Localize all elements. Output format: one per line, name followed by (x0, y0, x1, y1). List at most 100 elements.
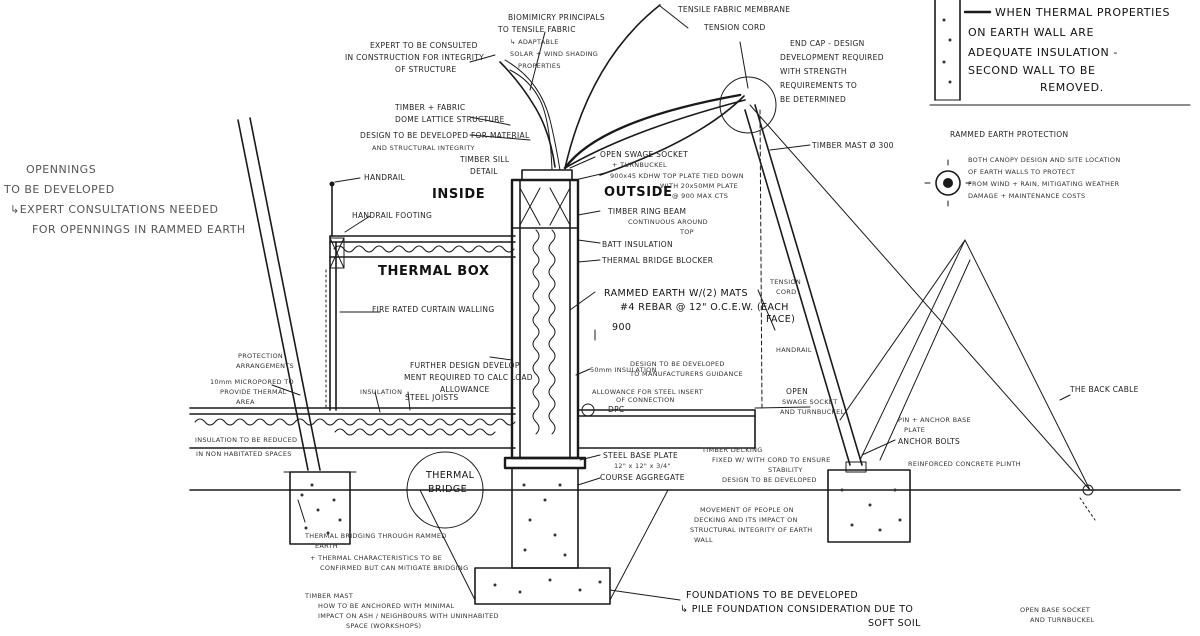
wall-foundation (419, 456, 669, 605)
ann-mast-note-4: SPACE (WORKSHOPS) (346, 622, 421, 630)
rammed-earth-protection-icon (924, 159, 972, 207)
ann-decking-4: DESIGN TO BE DEVELOPED (722, 476, 817, 484)
ann-open-swage-2b: SWAGE SOCKET (782, 398, 837, 406)
note-box-frame (929, 0, 1191, 106)
right-lattice (839, 239, 1091, 491)
ann-canopy-1: BOTH CANOPY DESIGN AND SITE LOCATION (968, 156, 1121, 164)
ann-rammed-earth-1: RAMMED EARTH W/(2) MATS (604, 288, 748, 299)
ann-thermal-breaker: THERMAL BRIDGE BLOCKER (601, 256, 713, 265)
ann-open-swage-1: OPEN SWAGE SOCKET (600, 150, 688, 159)
ann-biomimicry-4: SOLAR + WIND SHADING (510, 50, 598, 58)
ann-allowance-1: ALLOWANCE FOR STEEL INSERT (592, 388, 703, 396)
ann-rammed-earth-3: FACE) (766, 314, 795, 325)
ann-rammed-protection: RAMMED EARTH PROTECTION (950, 130, 1068, 139)
ann-bridging-1: THERMAL BRIDGING THROUGH RAMMED (304, 532, 447, 540)
ann-steel-base-1: STEEL BASE PLATE (603, 451, 678, 460)
ann-pin-anchor-2: PLATE (904, 426, 925, 434)
ann-insulation: INSULATION (360, 388, 402, 396)
ann-further-design-2: MENT REQUIRED TO CALC LOAD (404, 373, 533, 382)
left-handrail (329, 181, 335, 237)
left-concrete-footing (283, 471, 357, 545)
note-line-4: SECOND WALL TO BE (968, 64, 1096, 77)
openings-note-2: TO BE DEVELOPED (3, 183, 115, 196)
right-timber-mast (744, 104, 863, 466)
ann-insulation-design-1: 50mm INSULATION (590, 366, 657, 374)
ann-ring-beam-2: CONTINUOUS AROUND (628, 218, 708, 226)
label-outside: OUTSIDE (604, 185, 673, 200)
label-dim-900: 900 (612, 322, 631, 333)
ann-steel-joists: STEEL JOISTS (405, 393, 458, 402)
ann-foundations-3: SOFT SOIL (868, 618, 921, 629)
ann-batt: BATT INSULATION (602, 240, 673, 249)
ann-ring-beam-1: TIMBER RING BEAM (607, 207, 686, 216)
ann-biomimicry-3: ↳ ADAPTABLE (510, 38, 559, 46)
ann-movement-2: DECKING AND ITS IMPACT ON (694, 516, 798, 524)
ann-top-plate-2: WITH 20x50MM PLATE (660, 182, 738, 190)
ann-insulation-design-3: TO MANUFACTURERS GUIDANCE (629, 370, 743, 378)
thermal-bridge-circle (406, 451, 484, 529)
ann-timber-mast: TIMBER MAST Ø 300 (811, 141, 894, 150)
back-cable (749, 104, 1091, 491)
ann-concrete-plinth: REINFORCED CONCRETE PLINTH (908, 460, 1021, 468)
ann-biomimicry-5: PROPERTIES (518, 62, 561, 70)
ann-foundations-2: ↳ PILE FOUNDATION CONSIDERATION DUE TO (680, 604, 913, 615)
ann-mast-note-3: IMPACT ON ASH / NEIGHBOURS WITH UNINHABI… (318, 612, 499, 620)
note-line-5: REMOVED. (1040, 81, 1104, 94)
note-line-3: ADEQUATE INSULATION - (968, 46, 1118, 59)
ann-insulation-reduced-2: IN NON HABITATED SPACES (196, 450, 292, 458)
ann-pin-anchor-1: PIN + ANCHOR BASE (898, 416, 971, 424)
ann-further-design-1: FURTHER DESIGN DEVELOP (410, 361, 520, 370)
ann-ring-beam-3: TOP (679, 228, 694, 236)
ann-tension-cord: TENSION CORD (703, 23, 766, 32)
label-thermal-bridge-2: BRIDGE (428, 484, 467, 495)
ann-insulation-reduced-1: INSULATION TO BE REDUCED (195, 436, 297, 444)
note-line-2: ON EARTH WALL ARE (968, 26, 1094, 39)
ann-rammed-earth-2: #4 REBAR @ 12" O.C.E.W. (EACH (620, 302, 789, 313)
ann-open-base-2: AND TURNBUCKEL (1030, 616, 1095, 624)
left-floor-deck (189, 407, 516, 449)
ann-end-cap-3: WITH STRENGTH (780, 67, 847, 76)
openings-note-4: FOR OPENNINGS IN RAMMED EARTH (32, 223, 246, 236)
ann-timber-sill-2: DETAIL (470, 167, 498, 176)
right-concrete-plinth (827, 461, 911, 543)
ann-end-cap-2: DEVELOPMENT REQUIRED (780, 53, 884, 62)
ann-expert-2: IN CONSTRUCTION FOR INTEGRITY (345, 53, 484, 62)
ann-design-material-2: AND STRUCTURAL INTEGRITY (372, 144, 475, 152)
ann-handrail: HANDRAIL (364, 173, 406, 182)
back-cable-anchor (1082, 484, 1094, 496)
left-timber-mast (237, 117, 321, 471)
ann-tension-cord-2a: TENSION (769, 278, 801, 286)
ann-bridging-2: EARTH (315, 542, 338, 550)
ann-top-plate-1: 900x45 KDHW TOP PLATE TIED DOWN (610, 172, 744, 180)
ann-back-cable: THE BACK CABLE (1069, 385, 1139, 394)
ann-protection-1: PROTECTION (238, 352, 283, 360)
ann-movement-3: STRUCTURAL INTEGRITY OF EARTH (690, 526, 812, 534)
thermal-box-frame (325, 235, 516, 411)
tensile-canopy (499, 4, 746, 176)
rammed-earth-wall (510, 169, 580, 460)
ann-protection-2: ARRANGEMENTS (236, 362, 294, 370)
ann-fire-rated: FIRE RATED CURTAIN WALLING (372, 305, 494, 314)
ann-timber-fabric-1: TIMBER + FABRIC (394, 103, 465, 112)
ann-timber-fabric-2: DOME LATTICE STRUCTURE (395, 115, 505, 124)
label-thermal-bridge-1: THERMAL (425, 470, 475, 481)
ann-end-cap-5: BE DETERMINED (780, 95, 846, 104)
ann-canopy-4: DAMAGE + MAINTENANCE COSTS (968, 192, 1085, 200)
ann-open-swage-2c: AND TURNBUCKEL (780, 408, 845, 416)
ann-end-cap-1: END CAP - DESIGN (790, 39, 865, 48)
ann-biomimicry-1: BIOMIMICRY PRINCIPALS (508, 13, 605, 22)
ann-top-plate-3: @ 900 MAX CTS (672, 192, 728, 200)
right-handrail (757, 289, 776, 331)
ann-foundations-1: FOUNDATIONS TO BE DEVELOPED (686, 590, 858, 601)
ann-expert-1: EXPERT TO BE CONSULTED (370, 41, 478, 50)
ann-mast-note-2: HOW TO BE ANCHORED WITH MINIMAL (318, 602, 454, 610)
ann-insulation-design-2: DESIGN TO BE DEVELOPED (630, 360, 725, 368)
ann-course-aggregate: COURSE AGGREGATE (600, 473, 685, 482)
ann-canopy-2: OF EARTH WALLS TO PROTECT (968, 168, 1075, 176)
ann-movement-4: WALL (694, 536, 713, 544)
ann-mast-note-1: TIMBER MAST (304, 592, 353, 600)
ann-end-cap-4: REQUIREMENTS TO (780, 81, 857, 90)
ann-micro-3: AREA (236, 398, 255, 406)
ann-design-material-1: DESIGN TO BE DEVELOPED FOR MATERIAL (360, 131, 530, 140)
